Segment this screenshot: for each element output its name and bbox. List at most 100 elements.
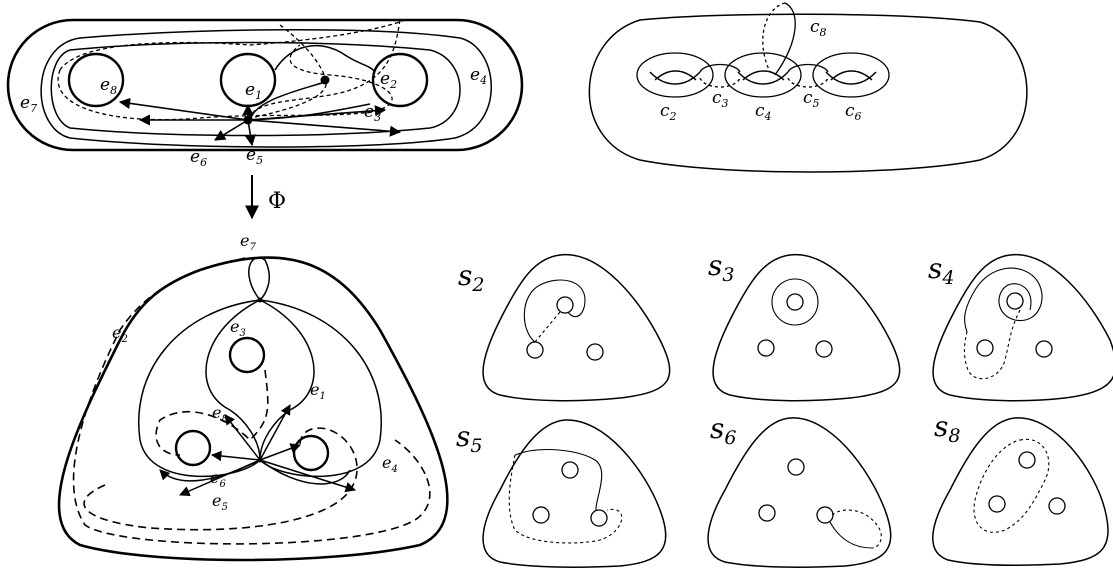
outer-boundary <box>8 20 522 150</box>
puncture-top <box>787 294 803 310</box>
curve-dashed <box>974 439 1049 532</box>
label-c4: c4 <box>755 101 772 123</box>
curve-dashed <box>509 455 622 543</box>
label-c3: c3 <box>712 88 729 110</box>
arrow-e6 <box>215 120 248 140</box>
curve-c5-bottom <box>788 78 828 87</box>
puncture-right <box>816 341 832 357</box>
label-tl-e8: e8 <box>100 75 117 97</box>
vertex-bottom <box>258 458 263 463</box>
label-c5: c5 <box>803 88 820 110</box>
puncture-left <box>977 340 993 356</box>
label-s5: s5 <box>456 420 482 457</box>
curve-dashed <box>535 312 560 342</box>
curve-c6 <box>813 53 889 97</box>
puncture-left <box>989 496 1005 512</box>
label-bl-e4: e4 <box>382 453 398 475</box>
arrow-left-circle <box>212 455 260 460</box>
curve-dashed <box>832 510 881 548</box>
label-s3: s3 <box>708 249 734 286</box>
curve-c5-top <box>788 65 828 73</box>
label-bl-e7: e7 <box>240 231 256 253</box>
vertex-secondary <box>321 76 330 85</box>
panel-outline <box>483 420 666 567</box>
panel-s8: s8 <box>933 410 1108 565</box>
label-c6: c6 <box>845 101 862 123</box>
label-bl-e3: e3 <box>230 317 246 339</box>
puncture-top <box>562 462 578 478</box>
loop-e7 <box>249 258 269 300</box>
curve-c3-top <box>700 65 740 73</box>
boundary-circle-e3 <box>230 338 264 372</box>
label-c2: c2 <box>660 101 677 123</box>
label-tl-e4: e4 <box>470 65 487 87</box>
puncture-right <box>587 344 603 360</box>
label-bl-e6: e6 <box>210 468 226 490</box>
spiral-solid <box>965 268 1042 332</box>
puncture-right <box>817 507 833 523</box>
map-arrow: Φ <box>252 175 286 218</box>
label-c8: c8 <box>810 17 827 39</box>
arrow-e4 <box>260 460 355 490</box>
label-bl-e8: e8 <box>212 403 228 425</box>
boundary-circle-left <box>176 431 210 465</box>
curve-c8-dashed <box>763 3 785 72</box>
label-s8: s8 <box>934 410 960 447</box>
label-bl-e2: e2 <box>112 323 128 345</box>
panel-s3: s3 <box>708 249 900 401</box>
label-tl-e2: e2 <box>380 69 397 91</box>
puncture-left <box>533 507 549 523</box>
panel-s6: s6 <box>708 412 891 567</box>
puncture-top <box>1019 452 1035 468</box>
edge-dashed-a <box>60 20 405 118</box>
label-s2: s2 <box>458 259 484 296</box>
panel-outline <box>713 255 900 401</box>
label-bl-e1: e1 <box>310 380 326 402</box>
panel-outline <box>933 255 1113 401</box>
curve-c4 <box>725 53 801 97</box>
curve-solid <box>830 522 872 548</box>
curve-solid <box>524 280 585 342</box>
vertex-main <box>244 116 253 125</box>
phi-label: Φ <box>268 189 286 214</box>
loop-right <box>260 300 381 476</box>
handle-2-upper <box>743 71 784 80</box>
curve-c2 <box>637 53 713 97</box>
puncture-left <box>759 505 775 521</box>
handle-3-upper <box>831 71 872 80</box>
loop-left <box>139 300 260 476</box>
top-left-surface-diagram: e8 e1 e2 e3 e4 e5 e6 e7 <box>8 20 522 169</box>
boundary-circle-e8 <box>69 54 123 106</box>
arrow-e1 <box>260 405 290 460</box>
arrow-e8 <box>120 102 248 120</box>
edge-e2-arc <box>275 46 375 72</box>
curve-solid <box>772 279 818 325</box>
panel-s5: s5 <box>456 420 666 567</box>
handle-1-upper <box>655 71 696 80</box>
label-tl-e3: e3 <box>364 102 381 124</box>
puncture-left <box>527 342 543 358</box>
label-tl-e7: e7 <box>20 93 37 115</box>
panel-s2: s2 <box>458 255 670 401</box>
puncture-top <box>1007 293 1023 309</box>
vertex-top <box>258 298 263 303</box>
puncture-right <box>1036 341 1052 357</box>
puncture-top <box>788 459 804 475</box>
panel-outline <box>483 255 670 401</box>
label-tl-e5: e5 <box>246 145 263 167</box>
boundary-circle-right <box>294 436 328 470</box>
label-bl-e5: e5 <box>212 491 228 513</box>
panel-s4: s4 <box>928 252 1113 401</box>
top-right-genus-surface: c2 c3 c4 c5 c6 c8 <box>589 3 1027 172</box>
puncture-top <box>557 297 573 313</box>
puncture-right <box>591 510 607 526</box>
label-tl-e1: e1 <box>245 80 262 102</box>
label-s6: s6 <box>710 412 736 449</box>
puncture-right <box>1049 498 1065 514</box>
puncture-left <box>758 340 774 356</box>
bottom-left-triangle-diagram: e7 e2 e3 e1 e8 e6 e5 e4 <box>59 231 447 560</box>
curve-c3-bottom <box>700 78 740 87</box>
curve-solid <box>515 450 602 510</box>
label-s4: s4 <box>928 252 954 289</box>
